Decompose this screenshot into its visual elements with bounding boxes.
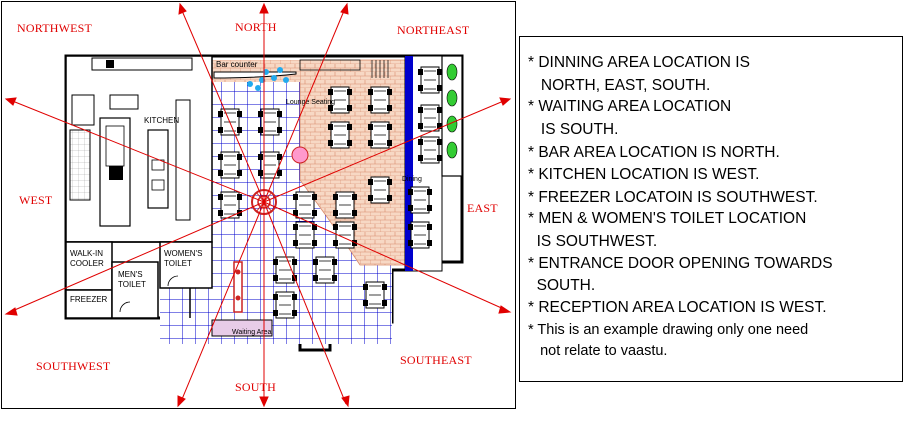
label-womens-2: TOILET bbox=[164, 259, 192, 268]
label-walk-in-2: COOLER bbox=[70, 259, 104, 268]
east-blue-strip bbox=[405, 56, 413, 271]
bar-counter bbox=[213, 59, 389, 91]
label-kitchen: KITCHEN bbox=[144, 116, 179, 125]
label-womens-1: WOMEN'S bbox=[164, 249, 202, 258]
label-waiting-area: Waiting Area bbox=[232, 329, 272, 336]
direction-label-southeast: SOUTHEAST bbox=[400, 353, 472, 367]
direction-label-west: WEST bbox=[19, 193, 53, 207]
note-line-6: * KITCHEN LOCATION IS WEST. bbox=[528, 166, 760, 183]
note-line-5: * BAR AREA LOCATION IS NORTH. bbox=[528, 144, 780, 161]
note-line-10: * ENTRANCE DOOR OPENING TOWARDS bbox=[528, 255, 833, 272]
direction-label-north: NORTH bbox=[235, 20, 277, 34]
direction-label-northeast: NORTHEAST bbox=[397, 23, 470, 37]
note-line-9: IS SOUTHWEST. bbox=[528, 233, 658, 250]
label-lounge-seating: Lounge Seating bbox=[286, 99, 335, 106]
direction-label-southwest: SOUTHWEST bbox=[36, 359, 111, 373]
plants bbox=[446, 63, 458, 159]
note-line-3: * WAITING AREA LOCATION bbox=[528, 98, 732, 115]
note-line-4: IS SOUTH. bbox=[528, 121, 619, 138]
floor-plan-drawing: Bar counter Lounge Seating KITCHEN Dinin… bbox=[4, 2, 512, 408]
note-line-14: not relate to vaastu. bbox=[528, 343, 668, 359]
note-line-11: SOUTH. bbox=[528, 277, 596, 294]
direction-label-northwest: NORTHWEST bbox=[17, 21, 93, 35]
label-dining: Dining bbox=[402, 176, 422, 183]
note-line-8: * MEN & WOMEN'S TOILET LOCATION bbox=[528, 210, 807, 227]
label-walk-in-1: WALK-IN bbox=[70, 249, 103, 258]
label-mens-1: MEN'S bbox=[118, 270, 143, 279]
note-line-13: * This is an example drawing only one ne… bbox=[528, 322, 809, 338]
direction-label-east: EAST bbox=[467, 201, 498, 215]
direction-label-south: SOUTH bbox=[235, 380, 277, 394]
note-line-12: * RECEPTION AREA LOCATION IS WEST. bbox=[528, 299, 827, 316]
label-mens-2: TOILET bbox=[118, 280, 146, 289]
label-bar-counter: Bar counter bbox=[216, 60, 258, 69]
notes-panel: * DINNING AREA LOCATION IS NORTH, EAST, … bbox=[519, 36, 903, 382]
note-line-1: * DINNING AREA LOCATION IS bbox=[528, 54, 750, 71]
kitchen-area bbox=[65, 55, 213, 318]
service-rooms bbox=[65, 241, 273, 337]
note-line-2: NORTH, EAST, SOUTH. bbox=[528, 77, 711, 94]
note-line-7: * FREEZER LOCATOIN IS SOUTHWEST. bbox=[528, 189, 818, 206]
direction-arrows bbox=[4, 2, 512, 408]
label-freezer: FREEZER bbox=[70, 295, 108, 304]
